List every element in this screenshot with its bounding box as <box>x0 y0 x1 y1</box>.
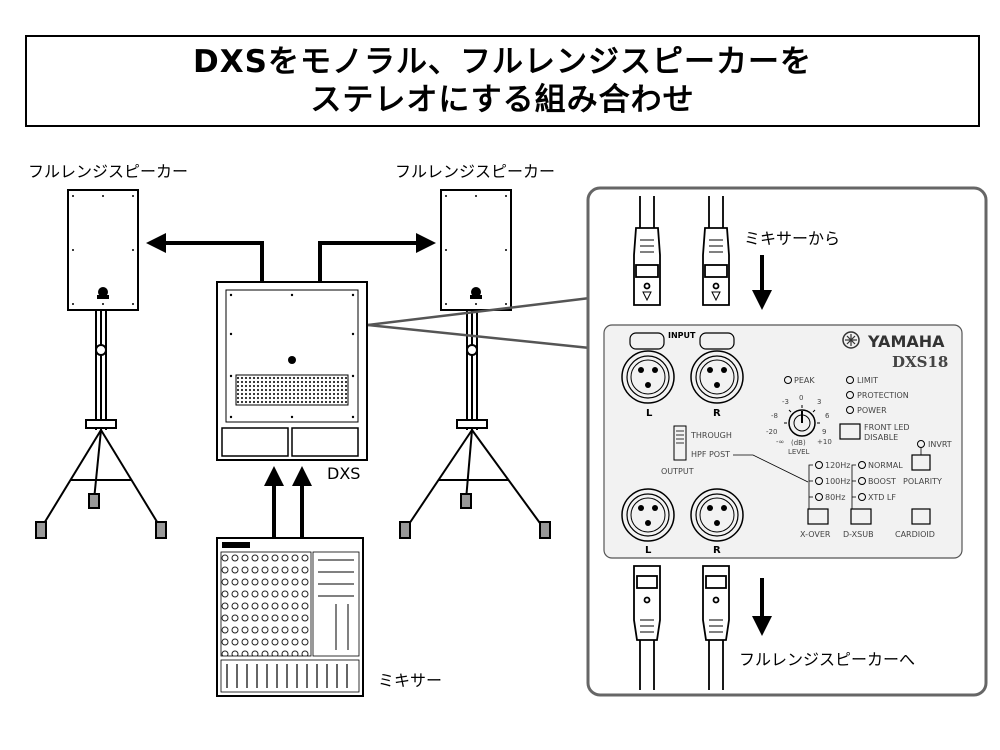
output-cables <box>146 233 436 282</box>
panel-hpf-post: HPF POST <box>691 450 730 459</box>
xover-option-1: 100Hz <box>825 477 850 486</box>
knob-scale-1: -20 <box>766 428 777 436</box>
knob-scale-6: 6 <box>825 412 830 420</box>
left-speaker <box>67 189 139 311</box>
title-box: DXSをモノラル、フルレンジスピーカーを ステレオにする組み合わせ <box>25 35 980 127</box>
panel-power: POWER <box>857 406 887 415</box>
dxsub-option-0: NORMAL <box>868 461 903 470</box>
rear-panel: YAMAHA DXS18 INPUT L R L R THROUGH HPF P… <box>603 324 963 559</box>
knob-scale-3: -3 <box>782 398 789 406</box>
mixer <box>216 537 364 697</box>
left-speaker-stand <box>35 310 167 539</box>
right-speaker-stand <box>399 310 551 539</box>
panel-out-l: L <box>645 545 652 556</box>
knob-scale-8: +10 <box>817 438 832 446</box>
knob-scale-2: -8 <box>771 412 778 420</box>
xover-option-0: 120Hz <box>825 461 850 470</box>
panel-in-l: L <box>646 408 653 419</box>
zoom-lines <box>367 296 591 350</box>
dxs-label: DXS <box>327 464 361 483</box>
panel-front-led-2: DISABLE <box>864 433 898 442</box>
to-speakers-label: フルレンジスピーカーへ <box>739 650 916 669</box>
panel-front-led-1: FRONT LED <box>864 423 910 432</box>
dxsub-option-2: XTD LF <box>868 493 896 502</box>
xover-option-2: 80Hz <box>825 493 845 502</box>
panel-invrt: INVRT <box>928 440 952 449</box>
right-speaker <box>440 189 512 311</box>
panel-brand: YAMAHA <box>867 332 945 351</box>
title-line-2: ステレオにする組み合わせ <box>310 82 695 118</box>
panel-dxsub: D-XSUB <box>843 530 874 539</box>
knob-scale-7: 9 <box>822 428 826 436</box>
panel-xover: X-OVER <box>800 530 831 539</box>
panel-level: LEVEL <box>788 448 810 456</box>
left-speaker-label: フルレンジスピーカー <box>28 162 189 181</box>
title-line-1: DXSをモノラル、フルレンジスピーカーを <box>193 44 812 80</box>
dxsub-option-1: BOOST <box>868 477 896 486</box>
output-xlr-cables <box>633 565 730 690</box>
panel-in-r: R <box>713 408 721 419</box>
panel-protection: PROTECTION <box>857 391 909 400</box>
panel-limit: LIMIT <box>857 376 878 385</box>
panel-input-label: INPUT <box>668 331 696 340</box>
from-mixer-label: ミキサーから <box>744 229 841 248</box>
panel-polarity: POLARITY <box>903 477 942 486</box>
panel-output-label: OUTPUT <box>661 467 694 476</box>
panel-db: (dB) <box>791 439 806 447</box>
mixer-label: ミキサー <box>378 671 443 690</box>
input-cables <box>264 466 312 538</box>
panel-model: DXS18 <box>892 353 948 371</box>
panel-through: THROUGH <box>690 431 732 440</box>
knob-scale-5: 3 <box>817 398 821 406</box>
input-xlr-cables <box>633 196 730 306</box>
knob-scale-4: 0 <box>799 394 803 402</box>
panel-out-r: R <box>713 545 721 556</box>
panel-peak: PEAK <box>794 376 815 385</box>
right-speaker-label: フルレンジスピーカー <box>395 162 556 181</box>
knob-scale-0: -∞ <box>776 438 784 446</box>
dxs-subwoofer <box>216 281 368 461</box>
panel-cardioid: CARDIOID <box>895 530 935 539</box>
